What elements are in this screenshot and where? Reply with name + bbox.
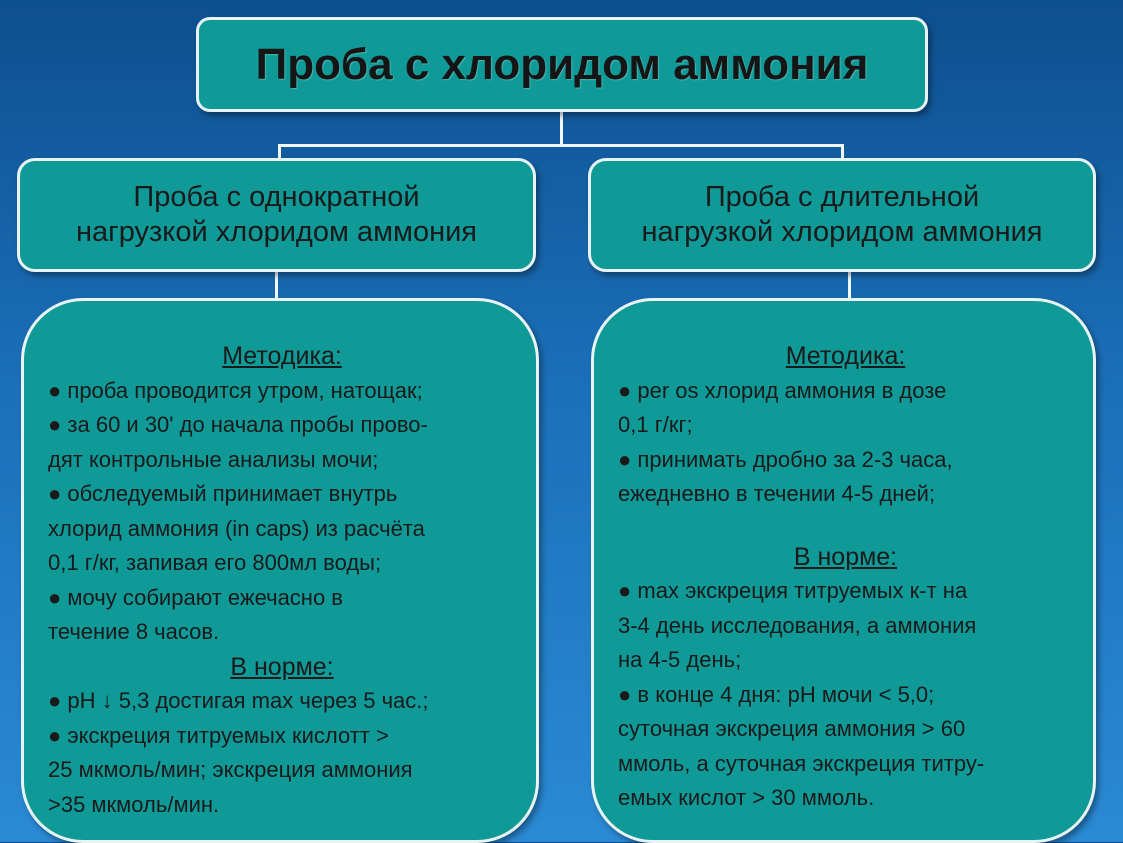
left-header-line: нагрузкой хлоридом аммония — [75, 216, 477, 248]
left-norm-line: >35 мкмоль/мин. — [48, 791, 220, 817]
connector-left-drop — [278, 144, 281, 159]
right-norm-line: емых кислот > 30 ммоль. — [618, 785, 875, 810]
right-header-box: Проба с длительной нагрузкой хлоридом ам… — [588, 158, 1096, 272]
right-norm-heading: В норме: — [793, 542, 898, 571]
right-norm-line: на 4-5 день; — [618, 647, 742, 672]
left-header-line: Проба с однократной — [133, 181, 420, 213]
left-norm-line: 25 мкмоль/мин; экскреция аммония — [48, 757, 413, 782]
connector-left-panel — [275, 272, 278, 299]
left-method-line: ● мочу собирают ежечасно в — [48, 584, 343, 610]
left-method-line: дят контрольные анализы мочи; — [48, 446, 379, 472]
left-method-line: ● обследуемый принимает внутрь — [48, 481, 398, 506]
right-method-line: ● per os хлорид аммония в дозе — [618, 377, 947, 403]
left-method-line: ● за 60 и 30' до начала пробы прово- — [48, 412, 428, 437]
left-norm-line: ● экскреция титруемых кислотт > — [48, 722, 389, 748]
right-method-line: ● принимать дробно за 2-3 часа, — [618, 446, 953, 472]
left-method-line: 0,1 г/кг, запивая его 800мл воды; — [48, 550, 382, 575]
right-method-line: ежедневно в течении 4-5 дней; — [618, 481, 936, 506]
left-method-line: хлорид аммония (in caps) из расчёта — [48, 515, 425, 541]
title-box: Проба с хлоридом аммония — [196, 17, 928, 112]
right-panel-spacer — [618, 512, 1073, 540]
left-method-line: течение 8 часов. — [48, 619, 220, 644]
left-header-box: Проба с однократной нагрузкой хлоридом а… — [17, 158, 536, 272]
right-header-line: нагрузкой хлоридом аммония — [641, 216, 1043, 248]
right-panel: Методика: ● per os хлорид аммония в дозе… — [591, 298, 1096, 843]
right-norm-line: ммоль, а суточная экскреция титру- — [618, 750, 985, 776]
right-header-line: Проба с длительной — [704, 181, 980, 213]
connector-right-drop — [841, 144, 844, 159]
connector-horizontal — [278, 144, 844, 147]
right-norm-line: ● max экскреция титруемых к-т на — [618, 578, 968, 603]
left-method-line: ● проба проводится утром, натощак; — [48, 377, 423, 403]
connector-right-panel — [848, 272, 851, 299]
right-method-line: 0,1 г/кг; — [618, 412, 693, 437]
right-method-heading: Методика: — [785, 342, 906, 370]
left-method-heading: Методика: — [222, 342, 342, 370]
connector-title-down — [560, 112, 563, 146]
right-norm-line: ● в конце 4 дня: pH мочи < 5,0; — [618, 681, 935, 707]
left-panel: Методика: ● проба проводится утром, нато… — [21, 298, 539, 843]
page-title: Проба с хлоридом аммония — [255, 39, 869, 89]
left-norm-line: ● pH ↓ 5,3 достигая max через 5 час.; — [48, 688, 429, 713]
right-norm-line: 3-4 день исследования, а аммония — [618, 612, 977, 638]
right-norm-line: суточная экскреция аммония > 60 — [618, 716, 966, 741]
left-norm-heading: В норме: — [230, 652, 334, 681]
